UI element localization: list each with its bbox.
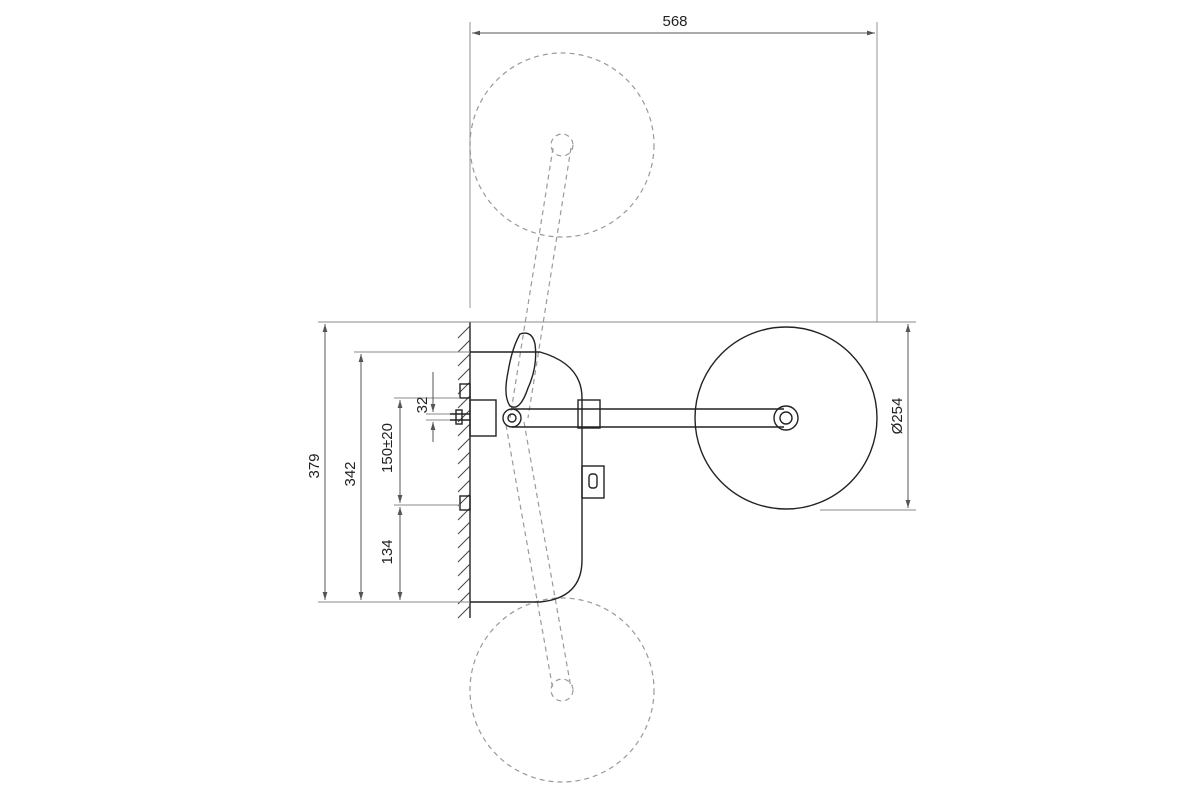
wall-hatch-mark (457, 563, 471, 577)
wall-hatch-mark (457, 535, 471, 549)
mirror-arm (512, 408, 784, 428)
side-switch (581, 465, 605, 499)
extension-lines (318, 22, 916, 603)
ghost-mirror-top (469, 52, 655, 238)
mirror-housing (450, 332, 605, 603)
extended-mirror (512, 326, 878, 510)
dim-label-diameter: Ø254 (889, 398, 906, 435)
dimension-labels: 568 Ø254 379 342 150±20 134 32 (306, 13, 906, 565)
ghost-mirror-bottom (469, 597, 655, 783)
ghost-mirror-bottom-pivot (550, 678, 574, 702)
dim-label-total-height: 379 (306, 453, 323, 478)
wall-hatch-mark (457, 437, 471, 451)
dim-label-mount-spacing: 150±20 (379, 423, 396, 473)
control-lever (505, 332, 537, 408)
wall-hatch-mark (457, 479, 471, 493)
upper-mount-bolt (459, 383, 471, 399)
wall-fitting (469, 399, 497, 437)
arm-pivot-joint (502, 408, 522, 428)
wall-hatch-mark (457, 423, 471, 437)
arm-clamp (577, 399, 601, 429)
wall-hatch-mark (457, 367, 471, 381)
wall-hatch-mark (457, 605, 471, 619)
wall-hatch-mark (457, 339, 471, 353)
mirror-head (694, 326, 878, 510)
wall-hatch-mark (457, 521, 471, 535)
dim-label-body-height: 342 (342, 461, 359, 486)
mirror-pivot (773, 405, 799, 431)
wall (457, 322, 471, 619)
lower-mount-bolt (459, 495, 471, 511)
housing-outline (470, 351, 583, 603)
ghost-mirror-positions (469, 52, 655, 783)
wall-hatch-mark (457, 325, 471, 339)
ghost-mirror-top-pivot (550, 133, 574, 157)
wall-hatch-mark (457, 549, 471, 563)
dim-label-fitting-size: 32 (414, 397, 431, 414)
ghost-arm-lower (505, 421, 572, 691)
dimension-lines (322, 30, 911, 600)
dim-label-lower-offset: 134 (379, 539, 396, 564)
wall-hatch-mark (457, 451, 471, 465)
ghost-arm-upper (509, 147, 572, 419)
wall-hatch-mark (457, 577, 471, 591)
dim-label-top-width: 568 (662, 13, 687, 30)
wall-hatch-mark (457, 465, 471, 479)
wall-hatch-mark (457, 353, 471, 367)
wall-hatching (457, 325, 471, 619)
